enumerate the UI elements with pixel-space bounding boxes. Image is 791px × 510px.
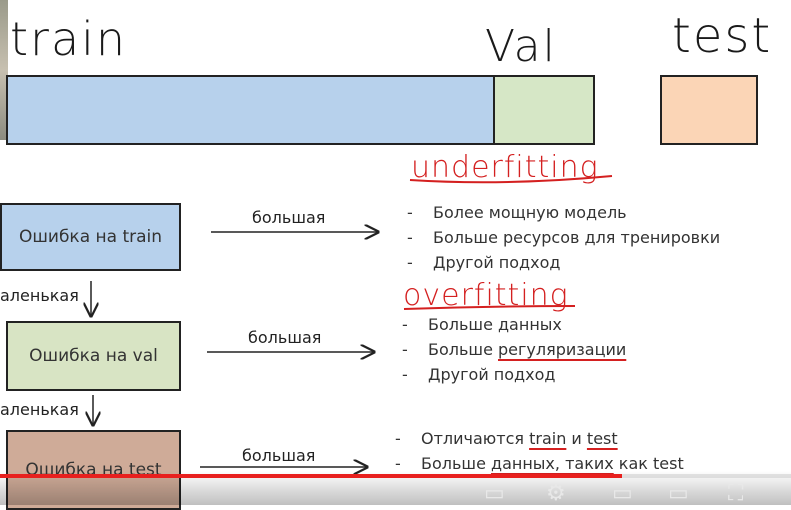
small-error-label-2: аленькая xyxy=(0,400,79,419)
fullscreen-icon[interactable]: ⛶ xyxy=(728,481,744,506)
overfitting-remedies-list: -Больше данных -Больше регуляризации -Др… xyxy=(402,312,626,387)
val-error-arrow-label: большая xyxy=(248,328,322,347)
val-error-box: Ошибка на val xyxy=(6,321,181,391)
test-handwritten-label: test xyxy=(672,8,773,64)
underfitting-underline xyxy=(409,175,613,184)
list-item: -Больше ресурсов для тренировки xyxy=(407,228,721,247)
video-progress-fill[interactable] xyxy=(0,474,622,478)
list-item: -Другой подход xyxy=(402,365,556,384)
train-split-bar xyxy=(6,75,495,145)
list-item: -Отличаются train и test xyxy=(395,429,618,448)
val-split-bar xyxy=(493,75,595,145)
underfitting-remedies-list: -Более мощную модель -Больше ресурсов дл… xyxy=(407,200,720,275)
val-handwritten-label: Val xyxy=(485,21,557,72)
overfitting-underline xyxy=(403,305,576,310)
list-item: -Другой подход xyxy=(407,253,561,272)
list-item: -Больше данных xyxy=(402,315,562,334)
test-error-arrow-label: большая xyxy=(242,446,316,465)
small-error-label-1: аленькая xyxy=(0,286,79,305)
edge-image-strip xyxy=(0,0,8,140)
train-handwritten-label: train xyxy=(10,12,128,66)
miniplayer-icon[interactable]: ▭ xyxy=(612,481,633,506)
train-error-arrow-label: большая xyxy=(252,208,326,227)
list-item: -Больше данных, таких как test xyxy=(395,454,684,473)
subtitles-icon[interactable]: ▭ xyxy=(484,481,505,506)
list-item: -Более мощную модель xyxy=(407,203,627,222)
settings-gear-icon[interactable]: ⚙ xyxy=(546,481,566,506)
test-error-remedies-list: -Отличаются train и test -Больше данных,… xyxy=(395,426,684,476)
test-split-bar xyxy=(660,75,758,145)
theater-mode-icon[interactable]: ▭ xyxy=(668,481,689,506)
list-item: -Больше регуляризации xyxy=(402,340,627,359)
train-error-box: Ошибка на train xyxy=(0,203,181,271)
